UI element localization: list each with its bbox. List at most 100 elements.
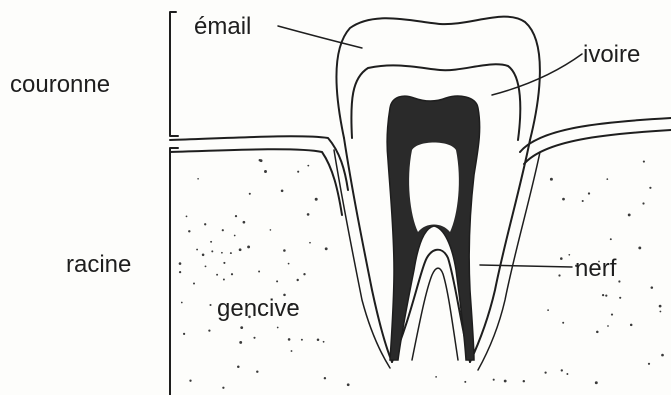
speckle-dot — [568, 254, 570, 256]
speckle-dot — [630, 324, 633, 327]
gum-surface-right-outer — [520, 118, 671, 152]
speckle-dot — [211, 250, 213, 252]
speckle-dot — [582, 200, 584, 202]
speckle-dot — [435, 376, 437, 378]
speckle-dot — [186, 216, 188, 218]
speckle-dot — [260, 159, 263, 162]
speckle-dot — [323, 341, 325, 343]
speckle-dot — [288, 263, 290, 265]
speckle-dot — [602, 294, 604, 296]
speckle-dot — [643, 161, 645, 163]
speckle-dot — [315, 198, 318, 201]
speckle-dot — [642, 202, 644, 204]
speckle-dot — [611, 314, 613, 316]
speckle-dot — [179, 271, 181, 273]
speckle-dot — [648, 363, 650, 365]
enamel-label: émail — [194, 13, 251, 40]
speckle-dot — [223, 262, 225, 264]
speckle-dot — [303, 273, 305, 275]
speckle-dot — [239, 248, 242, 251]
speckle-dot — [651, 286, 654, 289]
speckle-dot — [208, 329, 210, 331]
speckle-dot — [188, 230, 190, 232]
speckle-dot — [205, 265, 207, 267]
speckle-dot — [221, 252, 223, 254]
speckle-dot — [562, 322, 564, 324]
speckle-dot — [347, 383, 350, 386]
speckle-dot — [276, 280, 278, 282]
dentin-leader-line — [492, 54, 582, 95]
speckle-dot — [325, 247, 328, 250]
speckle-dot — [307, 165, 309, 167]
speckle-dot — [288, 338, 291, 341]
speckle-dot — [560, 257, 563, 260]
speckle-dot — [661, 354, 664, 357]
speckle-dot — [196, 249, 198, 251]
speckle-dot — [628, 213, 631, 216]
speckle-dot — [240, 326, 243, 329]
speckle-dot — [659, 305, 662, 308]
speckle-dot — [210, 241, 212, 243]
speckle-dot — [277, 327, 279, 329]
speckle-dot — [202, 254, 205, 257]
speckle-dot — [209, 304, 211, 306]
speckle-dot — [649, 187, 651, 189]
speckle-dot — [193, 283, 195, 285]
speckle-dot — [301, 339, 303, 341]
speckle-dot — [618, 280, 620, 282]
speckle-dot — [237, 366, 240, 369]
speckle-dot — [223, 279, 225, 281]
speckle-dot — [606, 178, 608, 180]
speckle-dot — [258, 271, 260, 273]
speckle-dot — [247, 245, 250, 248]
speckle-dot — [588, 192, 590, 194]
gum-surface-left-inner — [170, 149, 342, 215]
speckle-dot — [183, 333, 185, 335]
speckle-dot — [558, 274, 560, 276]
speckle-dot — [249, 193, 251, 195]
speckle-dot — [204, 223, 206, 225]
speckle-dot — [297, 279, 299, 281]
speckle-dot — [317, 338, 320, 341]
speckle-dot — [230, 252, 232, 254]
speckle-dot — [235, 215, 237, 217]
crown-bracket — [170, 12, 178, 136]
dentin-label: ivoire — [583, 41, 640, 68]
gum-label: gencive — [217, 295, 300, 322]
speckle-dot — [547, 309, 549, 311]
speckle-dot — [264, 170, 267, 173]
pulp-cavity — [409, 143, 459, 233]
speckle-dot — [216, 274, 218, 276]
speckle-dot — [610, 238, 612, 240]
speckle-dot — [544, 371, 546, 373]
speckle-dot — [179, 262, 182, 265]
root-bracket — [170, 148, 178, 395]
speckle-dot — [561, 369, 563, 371]
speckle-dot — [189, 380, 191, 382]
nerve-leader-line — [480, 265, 572, 267]
speckle-dot — [197, 178, 199, 180]
speckle-dot — [253, 337, 255, 339]
speckle-dot — [291, 350, 293, 352]
speckle-dot — [243, 221, 246, 224]
speckle-dot — [307, 213, 310, 216]
speckle-dot — [283, 249, 286, 252]
speckle-dot — [523, 380, 525, 382]
speckle-dot — [493, 379, 495, 381]
speckle-dot — [222, 229, 224, 231]
speckle-dot — [562, 198, 565, 201]
speckle-dot — [566, 373, 568, 375]
speckle-dot — [297, 171, 299, 173]
speckle-dot — [234, 235, 236, 237]
gum-surface-left-outer — [170, 136, 348, 190]
speckle-dot — [638, 246, 641, 249]
speckle-dot — [270, 229, 272, 231]
pulp-nerve — [387, 96, 479, 360]
speckle-dot — [181, 302, 183, 304]
speckle-dot — [607, 325, 609, 327]
speckle-dot — [231, 273, 233, 275]
speckle-dot — [324, 377, 326, 379]
speckle-dot — [659, 311, 661, 313]
